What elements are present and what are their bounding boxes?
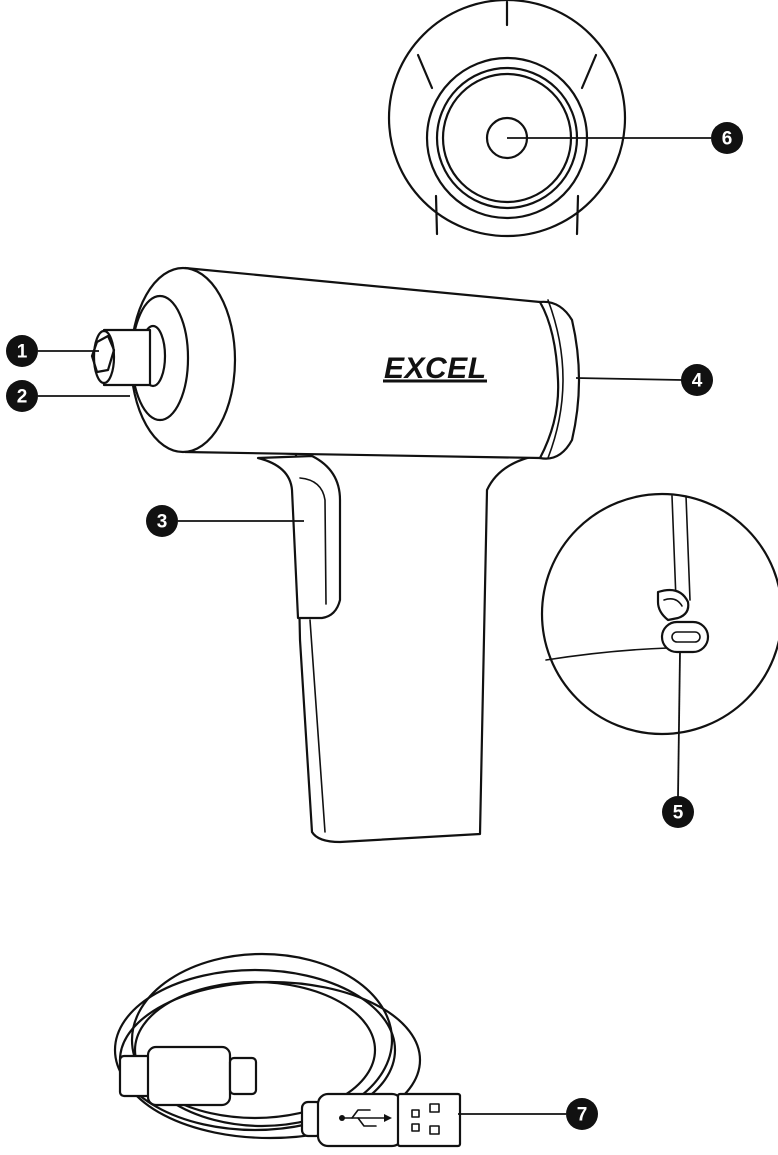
usb-symbol-icon [339, 1109, 392, 1127]
callout-4: 4 [681, 364, 713, 396]
callout-3-number: 3 [157, 512, 168, 533]
callout-5-number: 5 [673, 803, 684, 824]
callout-3: 3 [146, 505, 178, 537]
callout-7: 7 [566, 1098, 598, 1130]
leader-lines [38, 137, 711, 1115]
callout-7-number: 7 [577, 1105, 588, 1126]
callout-6: 6 [711, 122, 743, 154]
brand-logo-group: EXCEL [383, 352, 487, 385]
callout-1-number: 1 [17, 342, 28, 363]
charging-port-detail [540, 492, 778, 736]
screwdriver-body [90, 266, 581, 844]
callout-6-number: 6 [722, 129, 733, 150]
callout-5: 5 [662, 796, 694, 828]
callout-1: 1 [6, 335, 38, 367]
bit-holder-detail [387, 0, 627, 238]
usb-cable [113, 952, 462, 1148]
callout-2: 2 [6, 380, 38, 412]
callout-4-number: 4 [692, 371, 703, 392]
callout-2-number: 2 [17, 387, 28, 408]
